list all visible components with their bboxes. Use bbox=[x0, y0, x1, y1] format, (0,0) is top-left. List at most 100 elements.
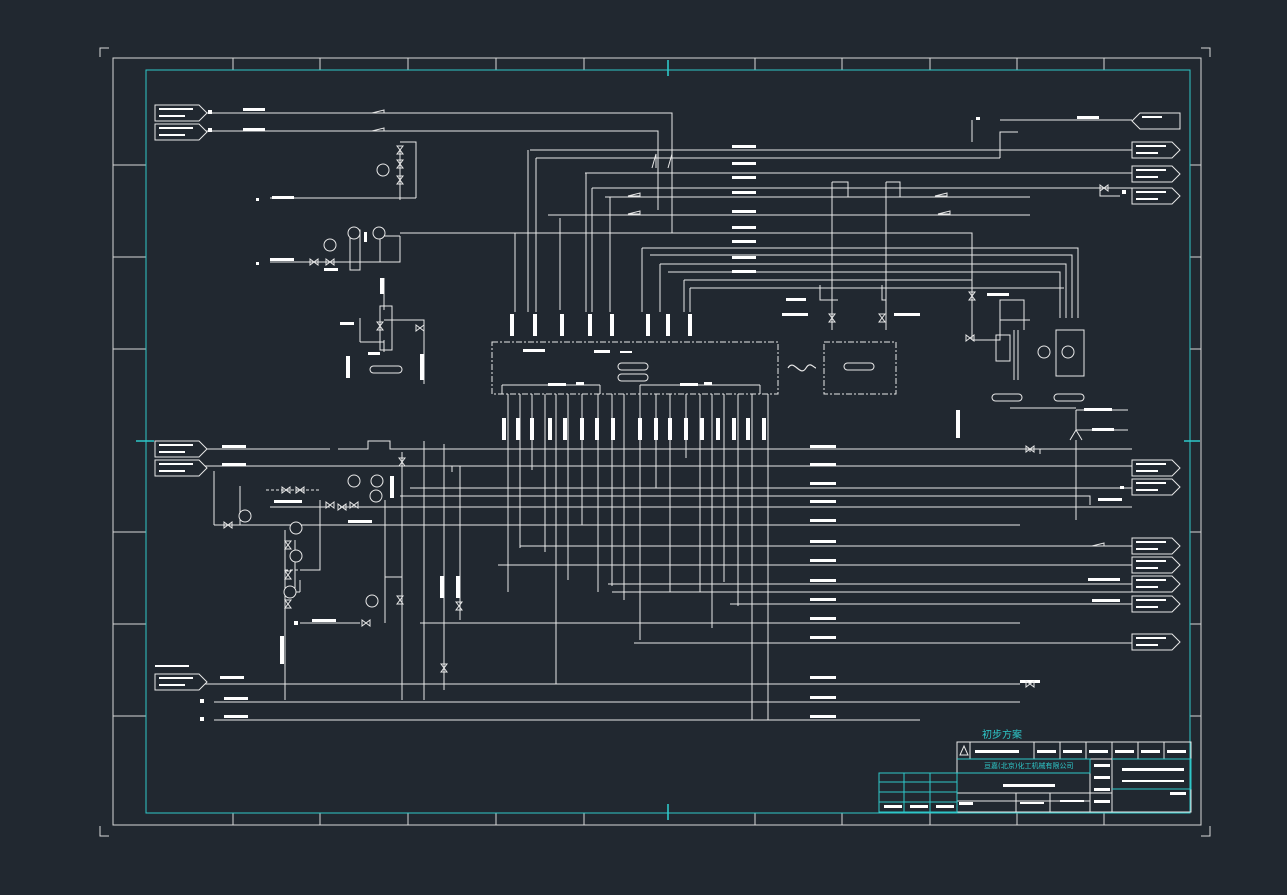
connector-label bbox=[1136, 176, 1158, 178]
vertical-tag-block bbox=[390, 476, 394, 498]
off-page-connector bbox=[1131, 537, 1181, 555]
tag-block bbox=[243, 108, 265, 111]
tag-block bbox=[270, 258, 294, 261]
connector-label bbox=[1136, 169, 1166, 171]
off-page-connector bbox=[1131, 187, 1181, 205]
tag-block bbox=[256, 262, 259, 265]
vertical-tag-block bbox=[700, 418, 704, 440]
reducer-symbol bbox=[667, 153, 673, 169]
vertical-tag-block bbox=[364, 232, 367, 242]
tag-block bbox=[810, 500, 836, 503]
tag-block bbox=[786, 298, 806, 301]
tag-block bbox=[224, 697, 248, 700]
valve-symbol bbox=[284, 599, 292, 609]
valve-symbol bbox=[349, 501, 359, 509]
valve-symbol bbox=[223, 521, 233, 529]
valve-symbol bbox=[309, 258, 319, 266]
tag-block bbox=[987, 293, 1009, 296]
check-valve-wedge bbox=[371, 109, 385, 114]
valve-symbols bbox=[223, 109, 1109, 688]
vertical-tag-block bbox=[666, 314, 670, 336]
off-page-connector bbox=[1131, 459, 1181, 477]
valve-symbol bbox=[337, 503, 347, 511]
vertical-tag-block bbox=[510, 314, 514, 336]
connector-label bbox=[155, 665, 189, 667]
off-page-connector bbox=[1131, 165, 1181, 183]
connector-label bbox=[1136, 548, 1158, 550]
tag-block bbox=[1084, 408, 1112, 411]
connector-label bbox=[1136, 152, 1158, 154]
connector-label bbox=[1136, 482, 1166, 484]
tag-block bbox=[810, 617, 836, 620]
connector-label bbox=[159, 463, 193, 465]
tag-block bbox=[810, 598, 836, 601]
connector-label bbox=[159, 108, 193, 110]
tag-block bbox=[810, 676, 836, 679]
tag-block bbox=[1020, 680, 1040, 683]
connector-label bbox=[1136, 560, 1166, 562]
connector-label bbox=[1136, 198, 1158, 200]
off-page-connectors bbox=[154, 104, 1181, 691]
tag-block bbox=[620, 351, 632, 353]
tag-block bbox=[523, 349, 545, 352]
valve-symbol bbox=[828, 313, 836, 323]
off-page-connector bbox=[154, 459, 208, 477]
tag-block bbox=[348, 520, 372, 523]
tag-block bbox=[810, 715, 836, 718]
tag-block bbox=[1122, 190, 1126, 194]
check-valve-wedge bbox=[627, 192, 641, 197]
valve-symbol bbox=[376, 321, 384, 331]
vertical-tag-block bbox=[956, 410, 960, 438]
tag-block bbox=[208, 110, 212, 114]
vertical-tag-block bbox=[280, 636, 284, 664]
tag-block bbox=[810, 559, 836, 562]
vertical-tag-block bbox=[668, 418, 672, 440]
valve-symbol bbox=[396, 159, 404, 169]
tag-block bbox=[704, 382, 712, 385]
valve-symbol bbox=[284, 540, 292, 550]
tag-block bbox=[810, 636, 836, 639]
status-note: 初步方案 bbox=[982, 728, 1022, 741]
vertical-tag-block bbox=[595, 418, 599, 440]
off-page-connector bbox=[1131, 595, 1181, 613]
check-valve-wedge bbox=[627, 210, 641, 215]
vertical-tag-block bbox=[638, 418, 642, 440]
connector-label bbox=[1136, 567, 1158, 569]
vertical-tag-block bbox=[580, 418, 584, 440]
vertical-tag-block bbox=[688, 314, 692, 336]
instrument-bubbles bbox=[238, 163, 1075, 608]
tag-block bbox=[810, 463, 836, 466]
vertical-tag-block bbox=[732, 418, 736, 440]
connector-label bbox=[1142, 116, 1162, 118]
valve-symbol bbox=[396, 145, 404, 155]
vertical-tag-block bbox=[560, 314, 564, 336]
tag-labels bbox=[200, 108, 1126, 721]
valve-symbol bbox=[325, 501, 335, 509]
vertical-tag-block bbox=[563, 418, 567, 440]
tag-block bbox=[1092, 599, 1120, 602]
tag-block bbox=[200, 699, 204, 703]
tag-block bbox=[220, 676, 244, 679]
tag-block bbox=[810, 579, 836, 582]
valve-symbol bbox=[361, 619, 371, 627]
valve-symbol bbox=[415, 324, 425, 332]
valve-symbol bbox=[295, 486, 305, 494]
off-page-connector bbox=[1131, 141, 1181, 159]
outer-frame bbox=[99, 47, 1211, 837]
tag-block bbox=[1098, 498, 1122, 501]
tag-block bbox=[340, 322, 354, 325]
vertical-tag-block bbox=[346, 356, 350, 378]
check-valve-wedge bbox=[1091, 542, 1105, 547]
off-page-connector bbox=[1131, 478, 1181, 496]
tag-block bbox=[200, 717, 204, 721]
tag-block bbox=[732, 240, 756, 243]
tag-block bbox=[782, 313, 808, 316]
tag-block bbox=[810, 540, 836, 543]
connector-label bbox=[1136, 541, 1166, 543]
tag-block bbox=[576, 382, 584, 385]
tag-block bbox=[732, 226, 756, 229]
connector-label bbox=[159, 115, 185, 117]
vertical-tag-block bbox=[533, 314, 537, 336]
vertical-tag-block bbox=[611, 418, 615, 440]
